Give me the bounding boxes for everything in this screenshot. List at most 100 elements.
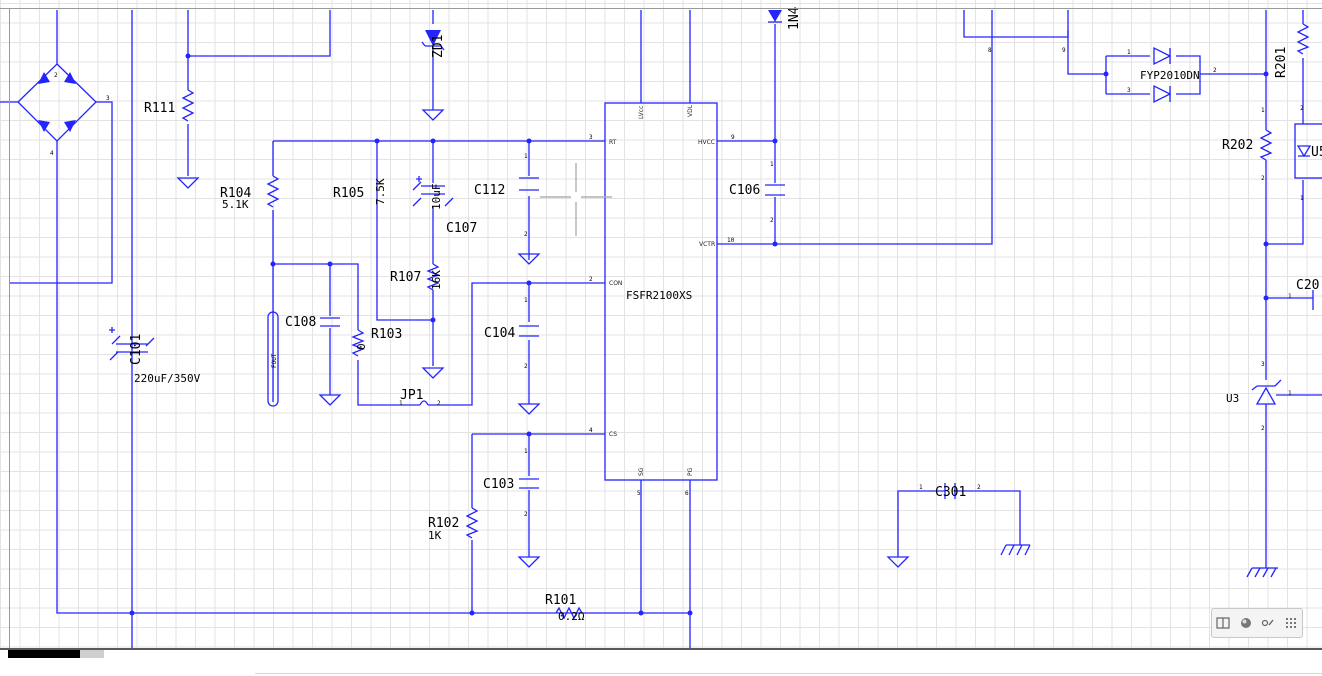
value-r105: 7.5K	[374, 178, 387, 205]
svg-text:3: 3	[1127, 87, 1131, 94]
c106-symbol[interactable]	[765, 184, 785, 196]
svg-text:2: 2	[1261, 175, 1265, 182]
svg-text:1: 1	[1288, 390, 1292, 397]
svg-text:LVcc: LVcc	[638, 106, 645, 119]
sheet-border-bottom	[0, 648, 1322, 650]
r102-symbol[interactable]	[465, 507, 479, 539]
ground-right-rail	[1246, 567, 1278, 578]
component-labels: R111 R104 5.1K R105 7.5K 10uF C107 C112 …	[129, 6, 1322, 623]
svg-text:VCTR: VCTR	[699, 241, 715, 248]
horizontal-scrollbar-thumb[interactable]	[8, 650, 80, 658]
magic-wand-icon[interactable]	[1259, 614, 1277, 632]
r111-symbol[interactable]	[181, 89, 195, 122]
svg-text:HVCC: HVCC	[698, 139, 715, 146]
jp1-pin1: 1	[399, 400, 403, 407]
label-c104: C104	[484, 326, 515, 341]
label-c301: C301	[935, 485, 966, 500]
c301-pin1: 1	[919, 484, 923, 491]
r201-symbol[interactable]	[1296, 23, 1310, 55]
ground-c301-right	[1000, 544, 1031, 556]
svg-text:6: 6	[685, 490, 689, 497]
c103-symbol[interactable]	[517, 478, 541, 568]
ground-r111	[176, 177, 200, 189]
value-r101: 0.2Ω	[558, 610, 585, 623]
c104-symbol[interactable]	[517, 325, 541, 415]
c107-symbol[interactable]	[412, 176, 454, 207]
c101-symbol[interactable]	[109, 327, 155, 361]
fout-connector[interactable]	[267, 311, 279, 407]
label-fyp: FYP2010DN	[1140, 69, 1200, 82]
svg-text:5: 5	[637, 490, 641, 497]
jp1-pin2: 2	[437, 400, 441, 407]
value-r107: 16K	[430, 270, 443, 290]
svg-text:3: 3	[589, 134, 593, 141]
label-r201: R201	[1274, 47, 1289, 78]
svg-text:9: 9	[1062, 47, 1066, 54]
ground-c301	[886, 556, 910, 568]
c108-symbol[interactable]	[318, 317, 342, 406]
jp1-symbol[interactable]	[419, 400, 429, 406]
label-c20: C20	[1296, 278, 1319, 293]
u3-symbol[interactable]	[1251, 379, 1282, 405]
d2-symbol[interactable]	[768, 10, 782, 23]
r202-symbol[interactable]	[1259, 129, 1273, 161]
label-jp1: JP1	[400, 388, 423, 403]
label-ic: FSFR2100XS	[626, 289, 692, 302]
ic-pin-labels: LVcc VDL RT 3 HVCC 9 VCTR 10 CON 2 CS 4 …	[589, 104, 735, 497]
c301-symbol[interactable]	[944, 483, 956, 499]
value-c107: 10uF	[430, 184, 443, 211]
r101-symbol[interactable]	[555, 606, 583, 620]
svg-text:2: 2	[524, 363, 528, 370]
palette-icon[interactable]	[1237, 614, 1255, 632]
label-r202: R202	[1222, 138, 1253, 153]
r107-symbol[interactable]	[426, 263, 440, 291]
junctions	[129, 53, 1269, 616]
label-fout: FOUT	[271, 353, 278, 368]
bridge-rectifier-symbol[interactable]	[38, 72, 76, 132]
view-toolbar	[1211, 608, 1303, 638]
label-c101: C101	[129, 334, 144, 365]
zd1-symbol[interactable]	[421, 30, 445, 51]
svg-text:2: 2	[1300, 105, 1304, 112]
ic-body[interactable]	[604, 102, 718, 481]
svg-text:3: 3	[1261, 361, 1265, 368]
label-u3: U3	[1226, 392, 1239, 405]
schematic-diagram[interactable]: R111 R104 5.1K R105 7.5K 10uF C107 C112 …	[0, 0, 1322, 650]
r104-symbol[interactable]	[266, 175, 280, 208]
status-area	[0, 658, 1322, 676]
u5-symbol[interactable]	[1294, 123, 1322, 179]
label-c112: C112	[474, 183, 505, 198]
svg-text:2: 2	[54, 72, 58, 79]
sheet-border-left	[9, 8, 10, 648]
schematic-canvas[interactable]	[0, 0, 1322, 650]
label-u5: U5	[1311, 145, 1322, 160]
svg-text:9: 9	[731, 134, 735, 141]
label-r104: R104	[220, 186, 251, 201]
svg-text:1: 1	[1127, 49, 1131, 56]
c112-symbol[interactable]	[517, 177, 541, 265]
svg-text:1: 1	[524, 153, 528, 160]
svg-text:CON: CON	[609, 280, 622, 287]
svg-text:4: 4	[50, 150, 54, 157]
fyp-diodes-symbol[interactable]	[1153, 46, 1172, 104]
svg-text:SG: SG	[638, 467, 645, 476]
horizontal-scrollbar-track[interactable]	[80, 650, 104, 658]
label-zd1: ZD1	[431, 35, 446, 58]
label-r105: R105	[333, 186, 364, 201]
svg-text:10: 10	[727, 237, 735, 244]
c301-pin2: 2	[977, 484, 981, 491]
svg-text:4: 4	[589, 427, 593, 434]
label-c107: C107	[446, 221, 477, 236]
grid-icon[interactable]	[1282, 614, 1300, 632]
pin-numbers: 2 3 4 8 9 1 3 2 1 1 2 3 1 2 1 2 1 2 1 2 …	[50, 47, 1304, 518]
crosshair-cursor	[540, 163, 612, 236]
label-r103: R103	[371, 327, 402, 342]
sheet-border-top	[0, 8, 1322, 9]
book-icon[interactable]	[1214, 614, 1232, 632]
svg-text:1: 1	[770, 161, 774, 168]
svg-text:8: 8	[988, 47, 992, 54]
r103-symbol[interactable]	[351, 329, 365, 357]
wires	[0, 10, 1322, 648]
svg-text:2: 2	[1213, 67, 1217, 74]
svg-text:1: 1	[524, 297, 528, 304]
